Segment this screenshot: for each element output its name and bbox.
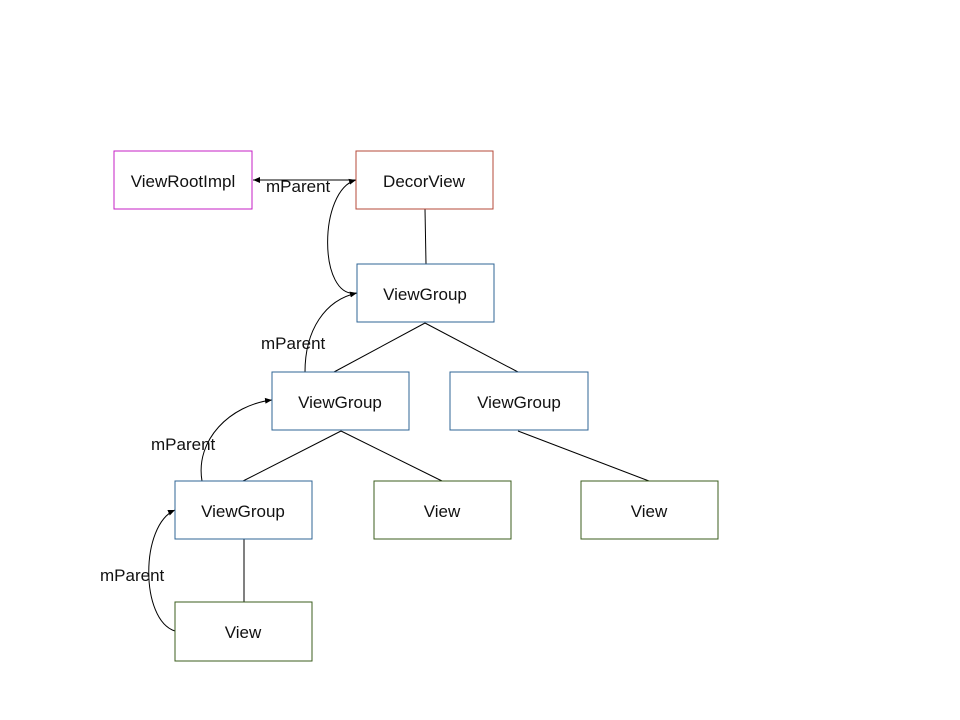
svg-text:View: View	[424, 502, 461, 521]
svg-text:ViewGroup: ViewGroup	[383, 285, 467, 304]
node-view-group-2: ViewGroup	[271, 371, 410, 431]
node-view-3: View	[174, 601, 313, 662]
svg-text:ViewRootImpl: ViewRootImpl	[131, 172, 236, 191]
node-view-group-4: ViewGroup	[174, 480, 313, 540]
node-view-root-impl: ViewRootImpl	[113, 150, 253, 210]
ref-label-group4-to-group2: mParent	[100, 566, 165, 585]
tree-edges	[242, 208, 650, 602]
node-view-group-1: ViewGroup	[356, 263, 495, 323]
svg-text:View: View	[225, 623, 262, 642]
ref-label-group1-to-decor: mParent	[261, 334, 326, 353]
node-view-1: View	[373, 480, 512, 540]
edge-group3-to-view2	[517, 430, 650, 482]
ref-curve-group2-to-group1	[304, 291, 358, 373]
nodes: ViewRootImpl DecorView ViewGroup ViewGro…	[113, 150, 719, 662]
svg-text:ViewGroup: ViewGroup	[298, 393, 382, 412]
mparent-references: mParent mParent mParent mParent	[100, 177, 358, 632]
svg-text:View: View	[631, 502, 668, 521]
edge-group2-to-group4	[242, 430, 342, 482]
edge-group1-to-group3	[424, 322, 519, 373]
node-view-group-3: ViewGroup	[449, 371, 589, 431]
svg-text:ViewGroup: ViewGroup	[201, 502, 285, 521]
edge-decor-to-group1	[424, 208, 427, 265]
ref-label-group2-to-group1: mParent	[151, 435, 216, 454]
svg-text:ViewGroup: ViewGroup	[477, 393, 561, 412]
node-decor-view: DecorView	[355, 150, 494, 210]
edge-group2-to-view1	[340, 430, 443, 482]
ref-curve-group1-to-decor	[327, 178, 358, 294]
node-view-2: View	[580, 480, 719, 540]
ref-curve-view3-to-group4	[148, 509, 176, 632]
edge-group1-to-group2	[333, 322, 426, 373]
ref-curve-group4-to-group2	[200, 397, 273, 482]
svg-text:DecorView: DecorView	[383, 172, 466, 191]
ref-label-decor-to-root: mParent	[266, 177, 331, 196]
